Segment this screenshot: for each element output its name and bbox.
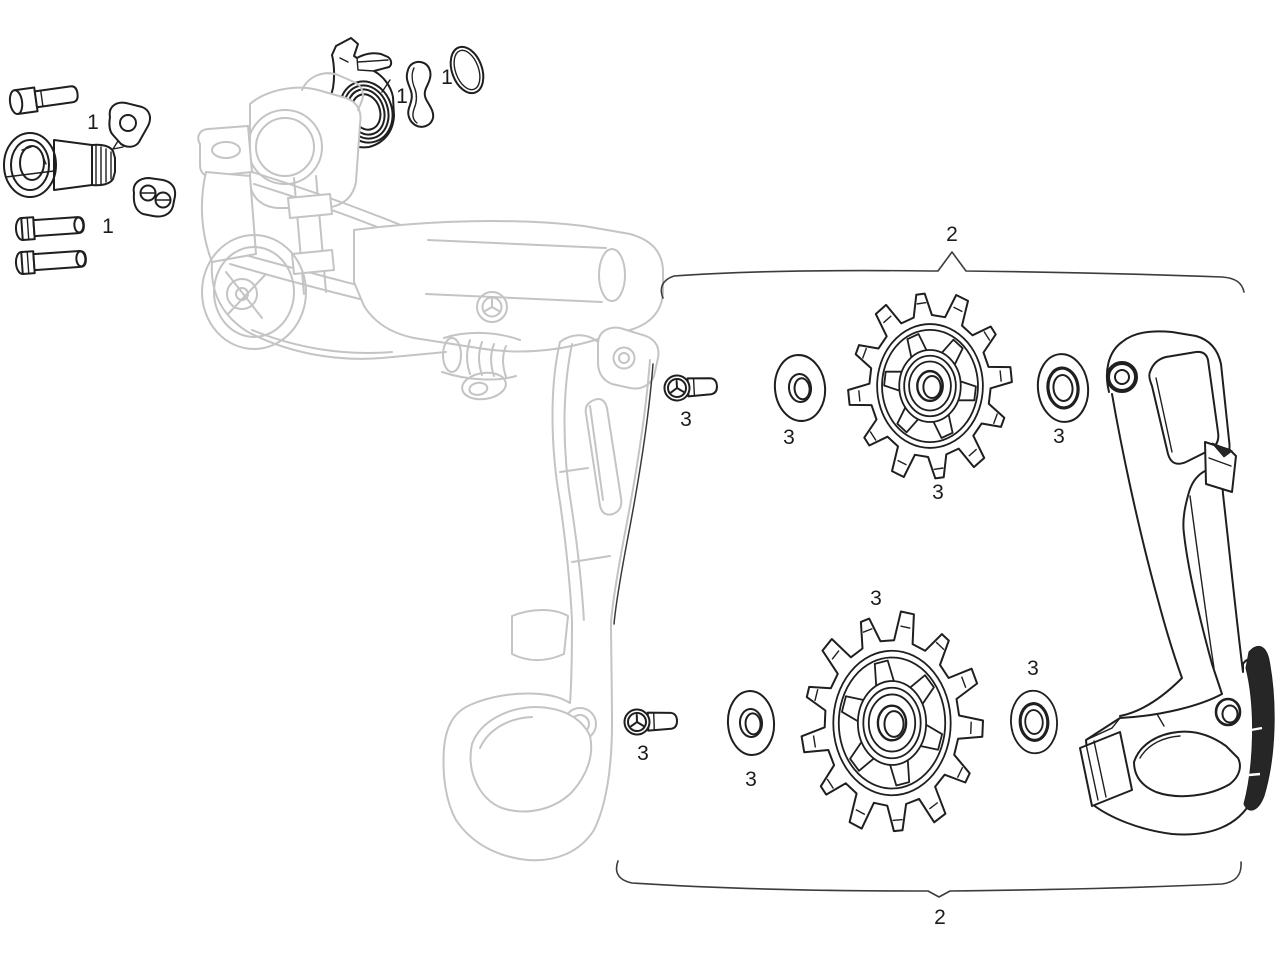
cable-anchor <box>132 177 177 218</box>
b-bolt <box>3 132 116 198</box>
fastener-group-top-left <box>3 85 177 275</box>
bottom-bracket <box>615 860 1242 898</box>
upper-pulley-dust-cap <box>773 354 827 422</box>
callout-3-lower-bearing: 3 <box>1027 657 1039 680</box>
small-bolt <box>8 85 79 116</box>
o-ring <box>449 45 485 95</box>
callout-3-upper-pulley: 3 <box>932 481 944 504</box>
upper-pulley-bearing <box>1036 353 1090 423</box>
upper-pulley-wheel <box>847 292 1013 480</box>
callout-1-limit-screws: 1 <box>102 215 114 238</box>
lower-pulley-row <box>623 610 1058 833</box>
dogbone-washer <box>405 60 435 128</box>
hinge-plate <box>108 101 151 151</box>
callout-1-dogbone: 1 <box>441 66 453 89</box>
callout-1-cage-lock: 1 <box>396 85 408 108</box>
callout-3-upper-screw: 3 <box>680 408 692 431</box>
callout-labels: 1 1 1 1 2 2 3 3 3 3 3 3 3 3 <box>87 66 1065 929</box>
lower-pulley-wheel <box>800 610 984 833</box>
callout-1-b-bolt: 1 <box>87 111 99 134</box>
limit-screw-2 <box>14 249 87 275</box>
lower-pulley-screw <box>623 708 678 736</box>
inner-cage-plate <box>1079 330 1275 836</box>
callout-2-bottom: 2 <box>934 906 946 929</box>
callout-3-upper-bearing: 3 <box>1053 425 1065 448</box>
derailleur-body <box>197 72 664 862</box>
callout-2-top: 2 <box>946 223 958 246</box>
upper-pulley-screw <box>663 374 718 402</box>
callout-3-lower-washer: 3 <box>745 768 757 791</box>
limit-screw-1 <box>14 216 85 241</box>
callout-3-lower-screw: 3 <box>637 742 649 765</box>
top-bracket <box>660 251 1245 299</box>
upper-pulley-row <box>663 292 1090 480</box>
callout-3-lower-pulley: 3 <box>870 587 882 610</box>
callout-3-upper-washer: 3 <box>783 426 795 449</box>
lower-pulley-dust-cap <box>726 690 776 756</box>
lower-pulley-bearing <box>1010 689 1058 755</box>
